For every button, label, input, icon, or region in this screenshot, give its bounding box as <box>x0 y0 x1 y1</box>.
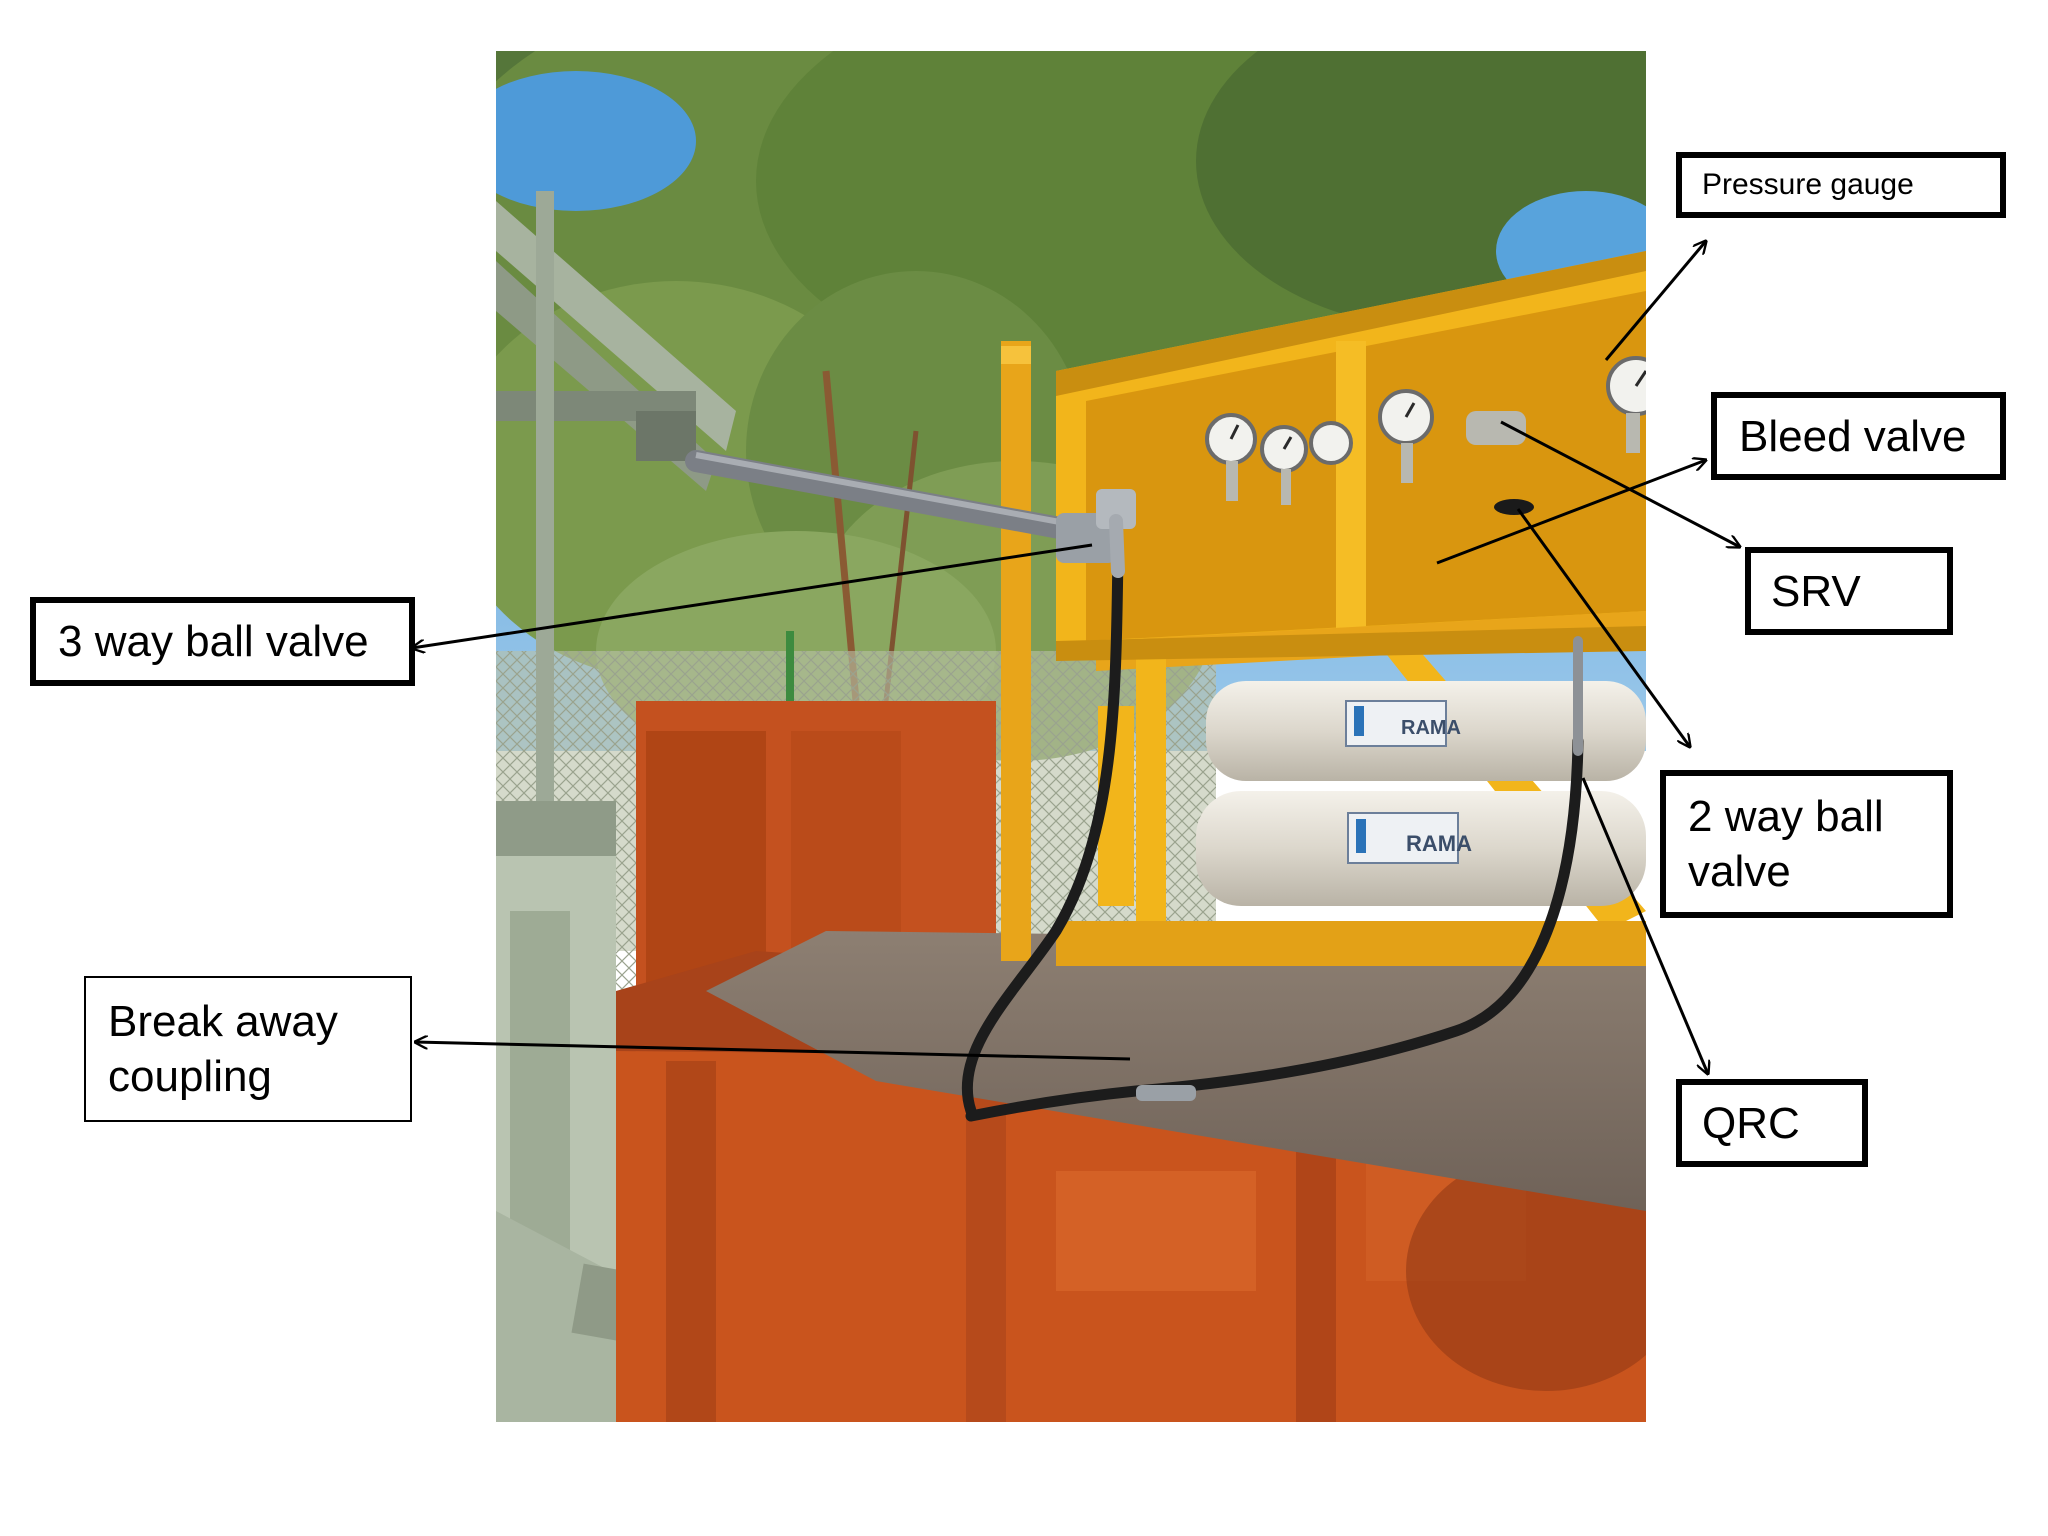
cylinder-marking-2: RAMA <box>1406 831 1472 856</box>
break-away-coupling-label: Break away coupling <box>84 976 412 1122</box>
three-way-label-text: 3 way ball valve <box>58 617 369 666</box>
pressure-gauge-label: Pressure gauge <box>1676 152 2006 218</box>
gas-cylinders: RAMA RAMA <box>1098 681 1646 906</box>
srv-label-text: SRV <box>1771 566 1861 616</box>
cylinder-marking-1: RAMA <box>1401 717 1461 739</box>
photo-illustration: RAMA RAMA <box>496 51 1646 1422</box>
ball-valve-handle <box>1494 499 1534 515</box>
three-way-ball-valve-label: 3 way ball valve <box>30 597 415 686</box>
qrc-label: QRC <box>1676 1079 1868 1167</box>
pressure-gauge-label-text: Pressure gauge <box>1702 168 1914 202</box>
checker-deck <box>706 931 1646 1211</box>
equipment-photo: RAMA RAMA <box>496 51 1646 1422</box>
two-way-label-line-2: valve <box>1688 847 1791 896</box>
qrc-label-text: QRC <box>1702 1098 1800 1148</box>
two-way-ball-valve-label: 2 way ball valve <box>1660 770 1953 918</box>
bleed-valve-label-text: Bleed valve <box>1739 411 1967 461</box>
two-way-label-line-1: 2 way ball <box>1688 792 1884 841</box>
break-away-coupling-part <box>1136 1085 1196 1101</box>
loading-arm <box>685 450 1136 563</box>
break-away-label-line-1: Break away <box>108 997 338 1046</box>
break-away-label-line-2: coupling <box>108 1052 272 1101</box>
srv-label: SRV <box>1745 547 1953 635</box>
bleed-valve-label: Bleed valve <box>1711 392 2006 480</box>
